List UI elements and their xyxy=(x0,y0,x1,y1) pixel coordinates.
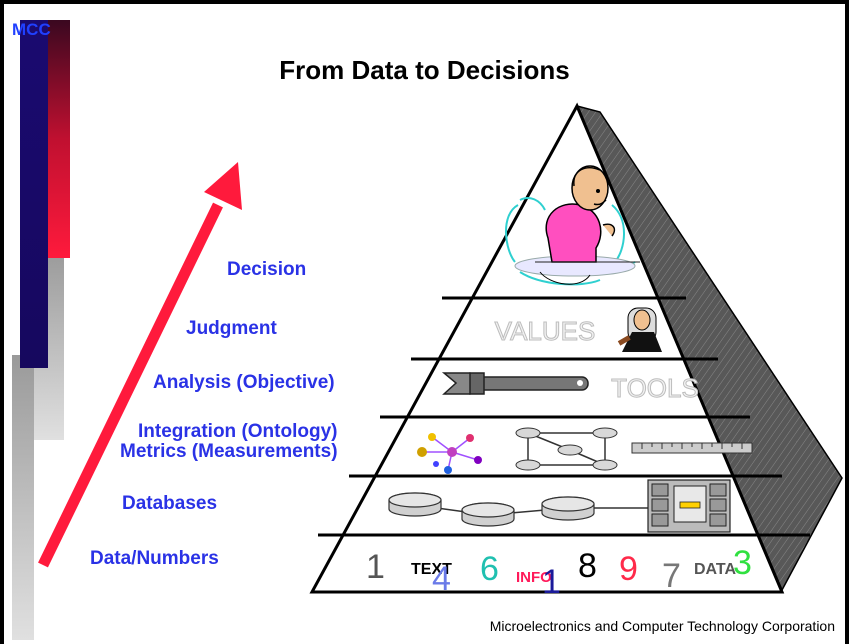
level-label-decision: Decision xyxy=(227,259,307,280)
upward-arrow-icon xyxy=(38,162,242,568)
data-token-data: DATA xyxy=(694,561,737,578)
level-label-analysis: Analysis (Objective) xyxy=(153,372,335,393)
sidebar-navy-bar xyxy=(20,20,48,368)
sidebar-grey-bar-left xyxy=(12,355,34,640)
wrench-icon xyxy=(441,372,589,395)
database-disks-icon xyxy=(388,492,650,527)
thinking-man-icon xyxy=(505,165,640,286)
level-label-data-numbers: Data/Numbers xyxy=(90,548,219,569)
data-token-6: 6 xyxy=(480,550,499,588)
pyramid-front-face xyxy=(309,102,785,594)
sidebar-bars xyxy=(12,20,70,640)
data-token-7: 7 xyxy=(662,557,681,595)
tools-label: TOOLS xyxy=(611,373,699,403)
data-token-1b: 1 xyxy=(542,563,561,601)
level-label-metrics: Metrics (Measurements) xyxy=(120,441,338,462)
data-token-3: 3 xyxy=(733,544,752,582)
mcc-logo: MCC xyxy=(12,20,51,39)
data-token-4: 4 xyxy=(432,560,451,598)
footer-org-name: Microelectronics and Computer Technology… xyxy=(489,618,835,634)
values-label: VALUES xyxy=(495,316,596,346)
frame-right-border xyxy=(845,0,849,644)
filing-cabinet-icon xyxy=(647,479,731,533)
level-label-judgment: Judgment xyxy=(186,318,277,339)
slide-title: From Data to Decisions xyxy=(279,55,570,85)
data-token-1a: 1 xyxy=(366,548,385,586)
data-token-info: INFO xyxy=(516,569,552,586)
judge-icon xyxy=(617,307,662,352)
level-label-databases: Databases xyxy=(122,493,218,514)
data-token-8: 8 xyxy=(578,547,597,585)
data-token-text: TEXT xyxy=(411,561,452,578)
frame-left-border xyxy=(0,0,4,644)
frame-top-border xyxy=(0,0,849,4)
ruler-icon xyxy=(631,442,753,454)
molecule-network-icon xyxy=(417,433,482,474)
level-label-integration: Integration (Ontology) xyxy=(138,421,338,442)
data-token-9: 9 xyxy=(619,550,638,588)
database-network-icon xyxy=(515,427,618,471)
